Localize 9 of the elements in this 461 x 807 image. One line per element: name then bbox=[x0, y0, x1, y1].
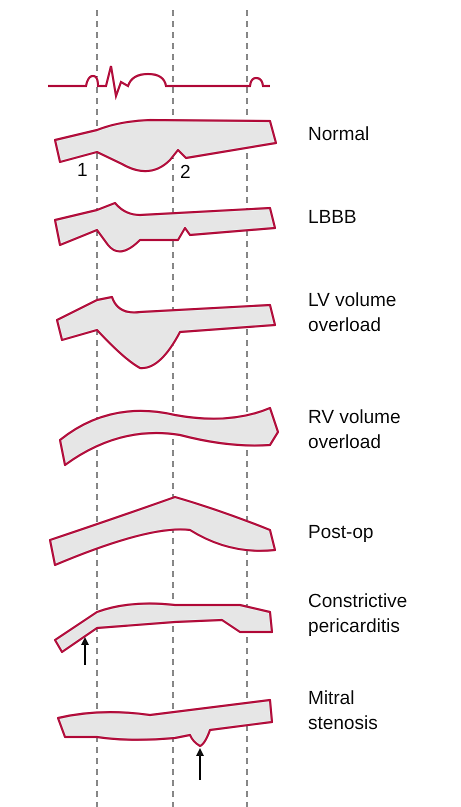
number-label: 2 bbox=[180, 161, 192, 185]
trace-label: Normal bbox=[308, 123, 370, 147]
trace-label: Mitral stenosis bbox=[308, 687, 379, 736]
number-label: 1 bbox=[77, 159, 89, 183]
trace-label: LBBB bbox=[308, 206, 358, 230]
trace-label: Constrictive pericarditis bbox=[308, 590, 408, 639]
trace-label: Post-op bbox=[308, 521, 374, 545]
trace-label: LV volume overload bbox=[308, 289, 398, 338]
trace-label: RV volume overload bbox=[308, 406, 402, 455]
